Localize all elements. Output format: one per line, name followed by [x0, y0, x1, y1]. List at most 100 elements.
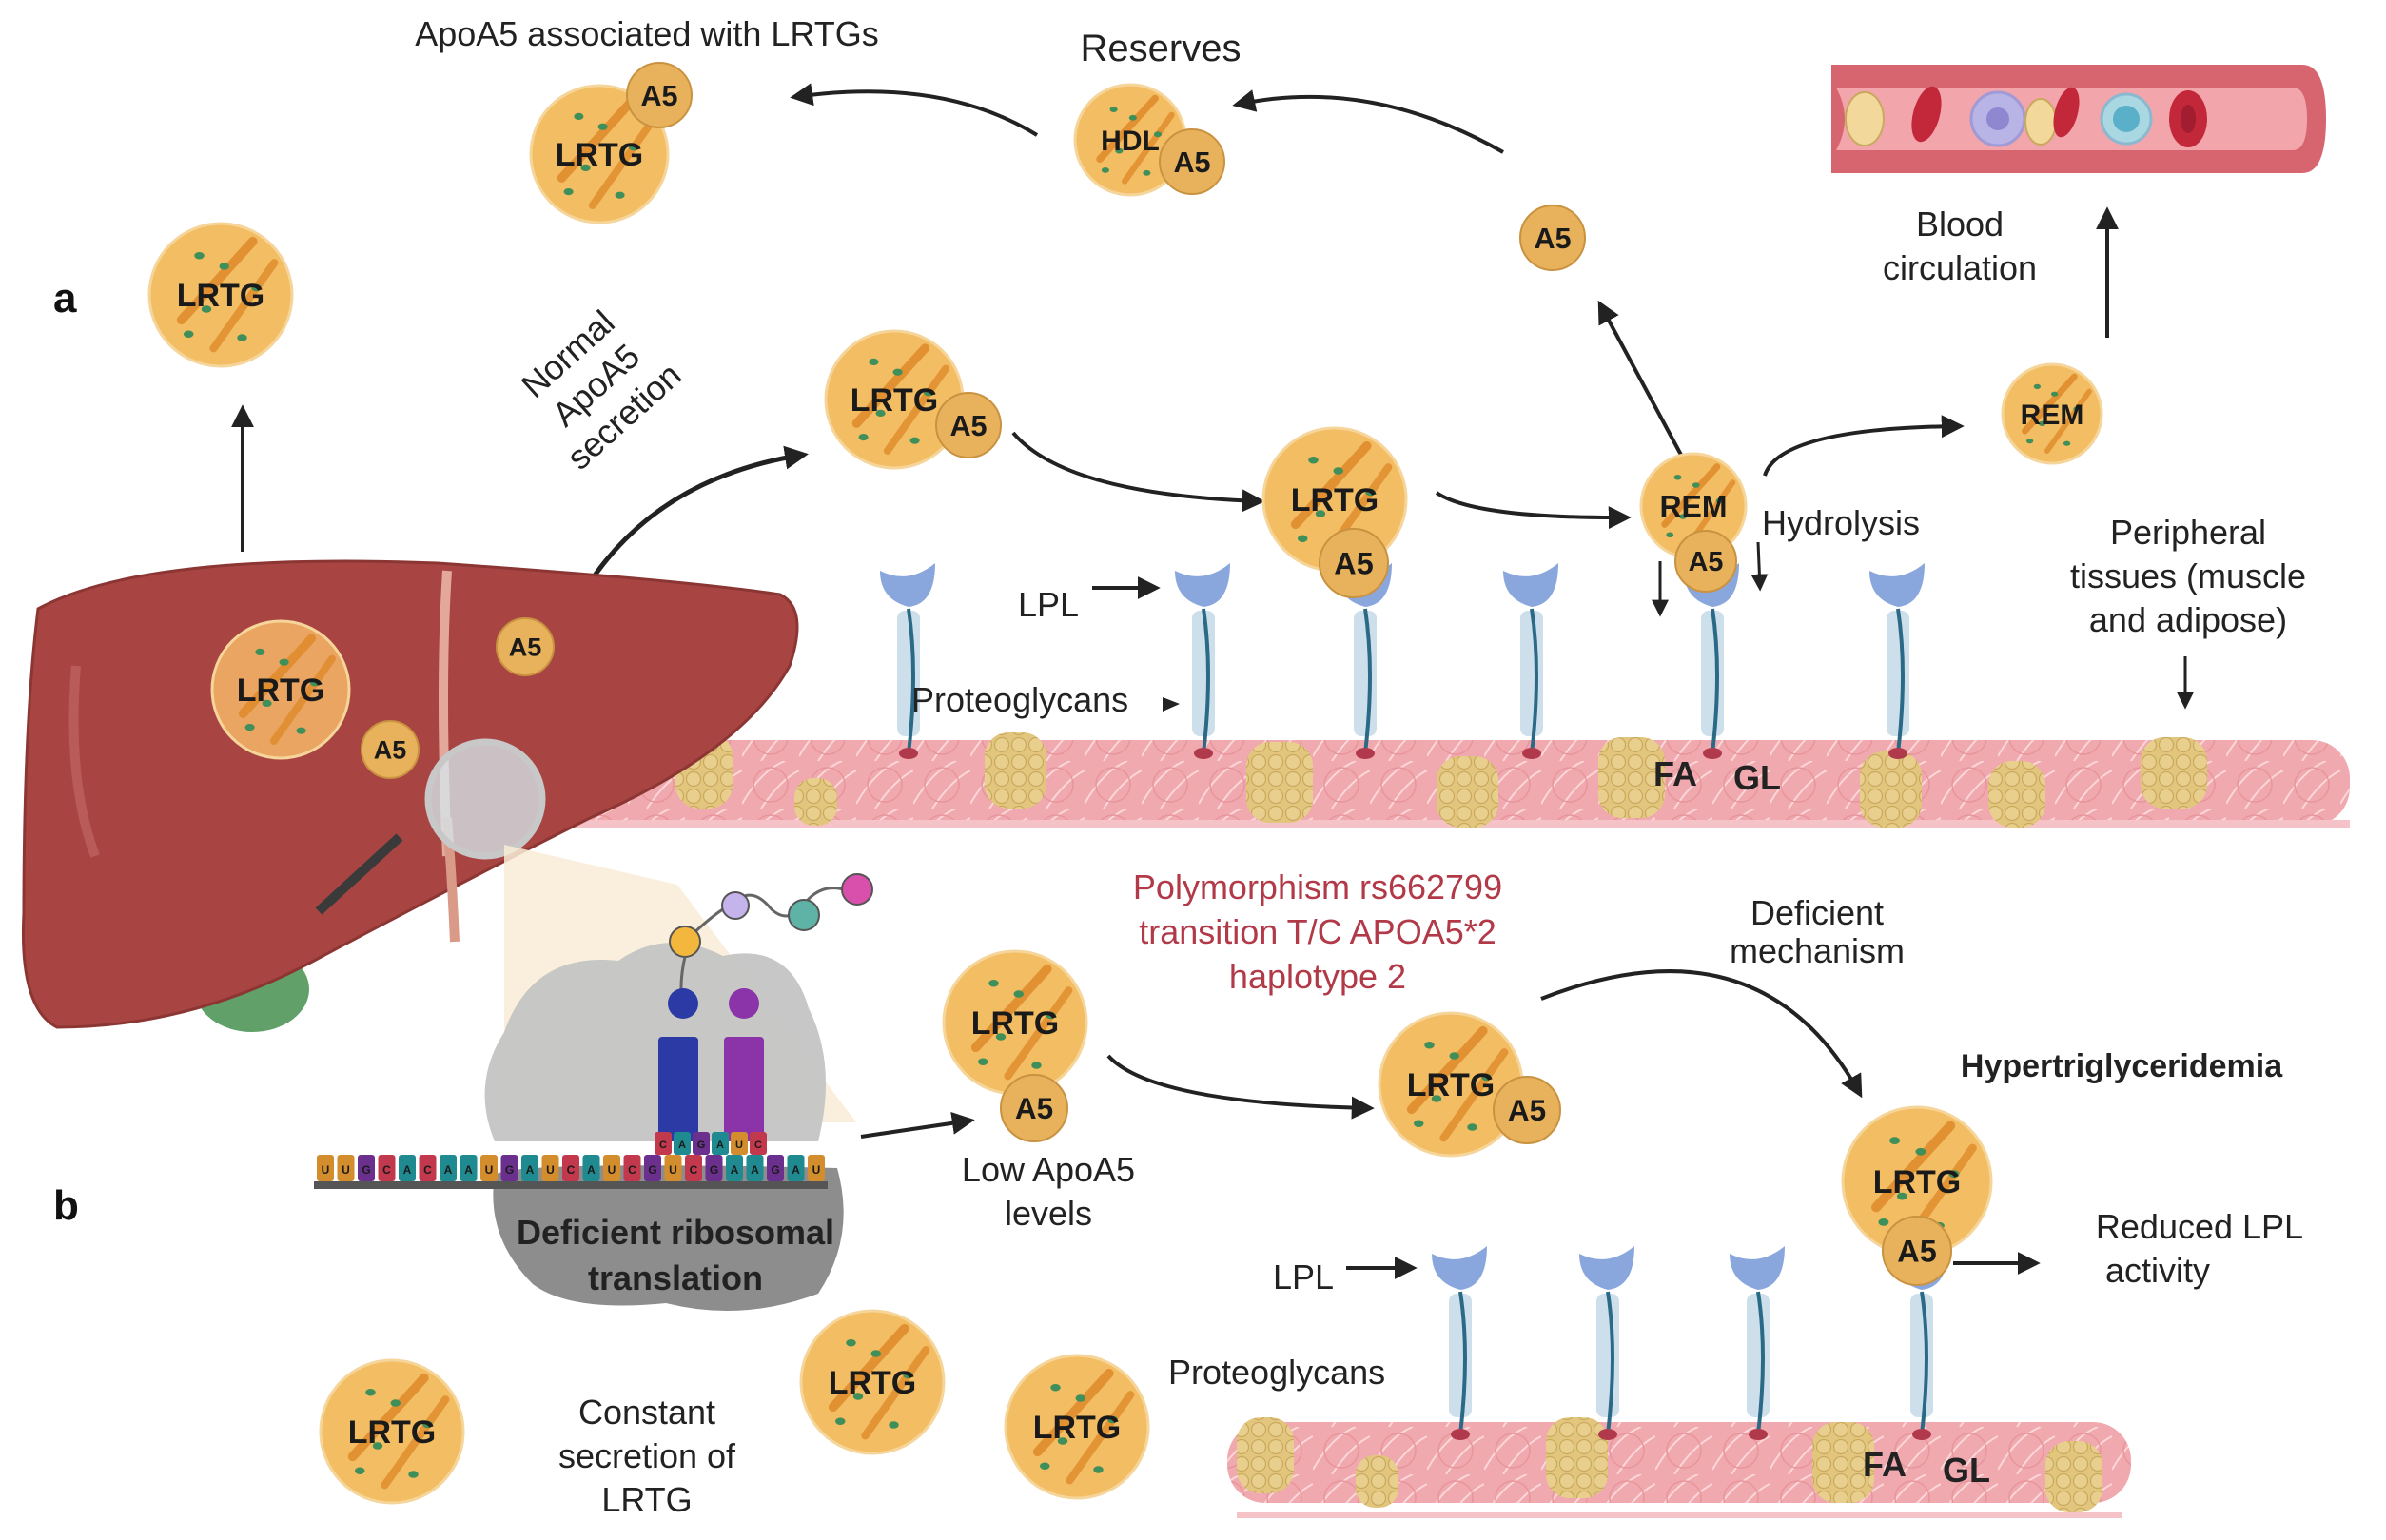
hypertriglyceridemia-label: Hypertriglyceridemia	[1961, 1048, 2283, 1084]
arrow-to-free-a5	[1597, 300, 1684, 458]
low-apoa5-line2: levels	[1005, 1194, 1092, 1233]
adipose-cluster	[794, 778, 837, 826]
a5-on-bound-lrtg: A5	[1319, 528, 1389, 598]
svg-text:C: C	[382, 1163, 391, 1177]
nucleotide: C	[419, 1155, 437, 1181]
red-blood-cell	[2053, 87, 2080, 138]
nucleotide: C	[378, 1155, 396, 1181]
adipose-cluster	[1598, 737, 1665, 818]
lrtg-in-liver: LRTG	[210, 619, 351, 760]
svg-text:A: A	[444, 1163, 453, 1177]
lpl-enzyme	[1869, 563, 1925, 607]
adipose-cluster	[1988, 761, 2045, 828]
arrow-to-rem	[1435, 491, 1632, 530]
a5-in-liver-1: A5	[361, 720, 420, 779]
a5-label: A5	[1334, 547, 1373, 581]
hydrolysis-label: Hydrolysis	[1762, 503, 1920, 542]
svg-text:A: A	[526, 1163, 535, 1177]
nucleotide: C	[685, 1155, 702, 1181]
svg-text:U: U	[608, 1163, 616, 1177]
panel-label-b: b	[53, 1182, 79, 1229]
a5-label: A5	[509, 634, 542, 662]
nucleotide: A	[746, 1155, 764, 1181]
lpl-enzyme	[1730, 1246, 1785, 1290]
free-a5-particle: A5	[1519, 205, 1586, 271]
magnifier-icon	[424, 738, 546, 860]
svg-text:G: G	[771, 1163, 779, 1177]
a5-on-hdl: A5	[1159, 128, 1225, 195]
svg-text:U: U	[812, 1163, 821, 1177]
nucleotide: A	[726, 1155, 743, 1181]
nascent-peptide	[669, 873, 873, 1019]
svg-text:U: U	[342, 1163, 350, 1177]
proteoglycans-label-top: Proteoglycans	[911, 680, 1128, 719]
nucleotide: U	[337, 1155, 355, 1181]
svg-text:U: U	[735, 1140, 743, 1151]
blood-label-line1: Blood	[1916, 205, 2004, 244]
rem-bound-particle: REM	[1639, 452, 1748, 560]
lpl-enzyme	[1432, 1246, 1487, 1290]
peripheral-label-line1: Peripheral	[2110, 513, 2266, 552]
proteoglycan-lpl	[1730, 1246, 1785, 1440]
adipose-cluster	[1237, 1417, 1294, 1493]
svg-text:U: U	[669, 1163, 677, 1177]
a5-label: A5	[1015, 1091, 1053, 1125]
constant-secretion-line1: Constant	[578, 1393, 715, 1432]
adipose-clusters-top	[675, 732, 2207, 828]
svg-text:A: A	[716, 1140, 724, 1151]
svg-text:C: C	[423, 1163, 432, 1177]
gl-label-bottom: GL	[1943, 1451, 1990, 1490]
deficient-translation-line2: translation	[588, 1258, 763, 1297]
svg-text:A: A	[464, 1163, 473, 1177]
nucleotide: G	[644, 1155, 661, 1181]
adipose-cluster	[2045, 1441, 2102, 1512]
lrtg-low-a5-particle: LRTG	[942, 949, 1088, 1096]
hdl-particle-label: HDL	[1101, 126, 1160, 157]
nucleotide: U	[603, 1155, 620, 1181]
lrtg-stuck-particle-label: LRTG	[1873, 1164, 1962, 1200]
lipoprotein-in-vessel	[1845, 91, 1885, 146]
svg-text:C: C	[567, 1163, 576, 1177]
nucleotide: U	[480, 1155, 498, 1181]
red-blood-cell	[1911, 86, 1942, 143]
a5-in-liver-2: A5	[496, 617, 555, 676]
adipose-cluster	[1860, 751, 1922, 828]
svg-text:A: A	[731, 1163, 739, 1177]
lpl-label-bottom: LPL	[1273, 1257, 1334, 1296]
lrtg-a5-particle-label: LRTG	[851, 382, 939, 419]
a5-label: A5	[949, 410, 987, 442]
svg-text:G: G	[697, 1140, 706, 1151]
svg-text:U: U	[546, 1163, 555, 1177]
rem-free-particle-label: REM	[2021, 400, 2084, 431]
lrtg-a5-particle: LRTG	[824, 329, 965, 470]
nucleotide: A	[399, 1155, 416, 1181]
lrtg-constant-particle-3: LRTG	[1004, 1354, 1150, 1500]
adipose-cluster	[1437, 756, 1498, 828]
constant-secretion-line3: LRTG	[601, 1480, 692, 1519]
lrtg-reserve-particle: LRTG	[529, 84, 670, 224]
lpl-enzyme	[1503, 563, 1558, 607]
lpl-enzyme	[880, 563, 935, 607]
a5-label: A5	[1534, 223, 1571, 255]
lrtg-stuck-particle: LRTG	[1841, 1105, 1993, 1257]
arrow-rem-release	[1763, 415, 1965, 477]
panel-label-a: a	[53, 275, 77, 322]
anticodon-base: A	[674, 1132, 691, 1155]
a5-label: A5	[1173, 146, 1210, 179]
apoa5-associated-label: ApoA5 associated with LRTGs	[415, 14, 879, 53]
svg-text:C: C	[659, 1140, 667, 1151]
nucleotide: C	[623, 1155, 641, 1181]
blood-label-line2: circulation	[1883, 248, 2037, 287]
amino-acid-bead	[788, 899, 820, 931]
nucleotide: A	[440, 1155, 457, 1181]
arrow-deficient-mechanism	[1540, 969, 1863, 1099]
polymorphism-line1: Polymorphism rs662799	[1133, 867, 1502, 906]
low-apoa5-line1: Low ApoA5	[962, 1150, 1135, 1189]
nucleotide: G	[767, 1155, 784, 1181]
constant-secretion-line2: secretion of	[558, 1436, 736, 1475]
nucleotide: G	[358, 1155, 375, 1181]
a5-label: A5	[1897, 1235, 1936, 1269]
adipose-cluster	[985, 732, 1046, 809]
lrtg-bound-particle-label: LRTG	[1291, 482, 1379, 518]
